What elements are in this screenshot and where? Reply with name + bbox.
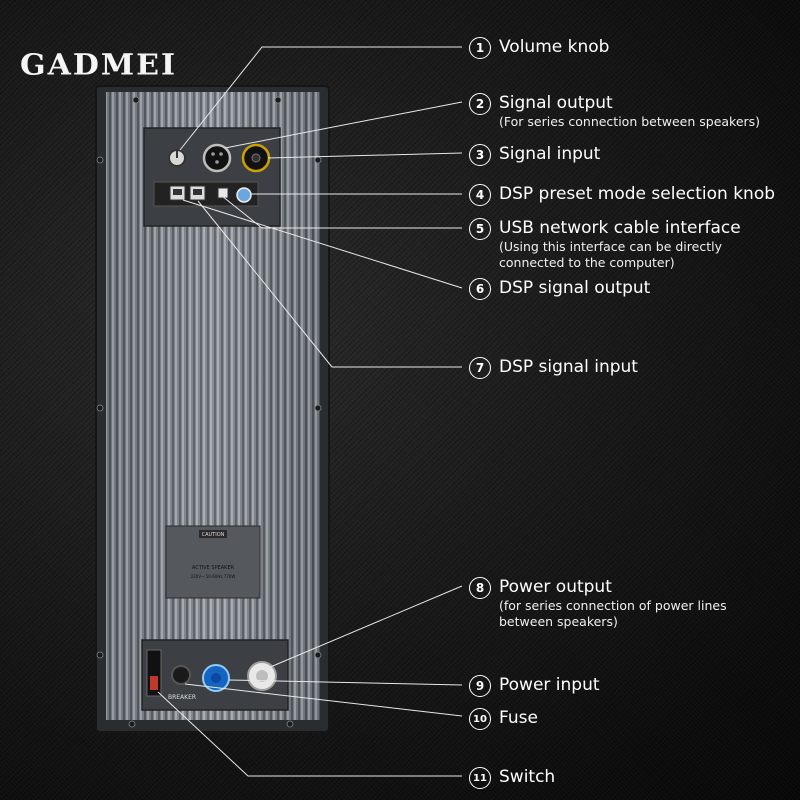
callout-1: 1 Volume knob	[469, 36, 609, 59]
callout-title: Fuse	[499, 708, 538, 728]
callout-title: Power output	[499, 577, 612, 597]
leader-5	[221, 195, 462, 229]
callout-number: 9	[469, 675, 491, 697]
leader-1	[179, 46, 462, 151]
callout-11: 11 Switch	[469, 766, 555, 789]
leader-2	[224, 101, 463, 149]
callout-title: Volume knob	[499, 37, 610, 57]
callout-title: Switch	[499, 767, 556, 787]
callout-title: USB network cable interface	[499, 218, 741, 238]
callout-7: 7 DSP signal input	[469, 356, 638, 379]
callout-number: 8	[469, 577, 491, 599]
usb-port	[217, 187, 229, 199]
callout-10: 10 Fuse	[469, 707, 538, 730]
callout-title: DSP signal input	[499, 357, 638, 377]
callout-number: 6	[469, 278, 491, 300]
callout-title: Power input	[499, 675, 600, 695]
callout-subtitle: (for series connection of power lines be…	[499, 598, 727, 629]
leader-10	[184, 683, 463, 717]
breaker-text: BREAKER	[168, 694, 196, 701]
leader-6	[182, 199, 463, 289]
callout-3: 3 Signal input	[469, 143, 600, 166]
callout-subtitle: (Using this interface can be directly co…	[499, 239, 722, 270]
callout-number: 11	[469, 767, 491, 789]
leader-8	[267, 585, 463, 669]
callout-number: 10	[469, 708, 491, 730]
leader-lines	[157, 46, 463, 777]
callout-5: 5 USB network cable interface (Using thi…	[469, 217, 769, 271]
callout-title: Signal output	[499, 93, 613, 113]
frame-screws	[96, 96, 322, 728]
callout-4: 4 DSP preset mode selection knob	[469, 183, 775, 206]
callout-number: 4	[469, 184, 491, 206]
leader-9	[228, 679, 463, 686]
callout-title: Signal input	[499, 144, 601, 164]
caution-text: CAUTION	[202, 532, 225, 538]
callout-title: DSP preset mode selection knob	[499, 184, 776, 204]
product-text: ACTIVE SPEAKER	[192, 565, 235, 571]
callout-subtitle: (For series connection between speakers)	[499, 114, 761, 129]
dsp-preset-knob	[236, 187, 252, 203]
callout-number: 2	[469, 93, 491, 115]
callout-8: 8 Power output (for series connection of…	[469, 576, 729, 630]
callout-number: 5	[469, 218, 491, 240]
leader-11	[157, 691, 462, 777]
callout-2: 2 Signal output (For series connection b…	[469, 92, 760, 130]
callout-number: 3	[469, 144, 491, 166]
callout-number: 1	[469, 37, 491, 59]
leader-7b	[197, 200, 333, 368]
brand-logo: GADMEI	[20, 48, 178, 83]
callout-number: 7	[469, 357, 491, 379]
signal-output-xlr	[202, 143, 232, 173]
rating-text: 220V~ 50-60Hz 770W	[191, 574, 236, 579]
signal-panel	[143, 127, 281, 227]
callout-9: 9 Power input	[469, 674, 600, 697]
callout-6: 6 DSP signal output	[469, 277, 650, 300]
callout-title: DSP signal output	[499, 278, 651, 298]
fuse-holder	[171, 665, 191, 685]
leader-3	[267, 152, 463, 159]
